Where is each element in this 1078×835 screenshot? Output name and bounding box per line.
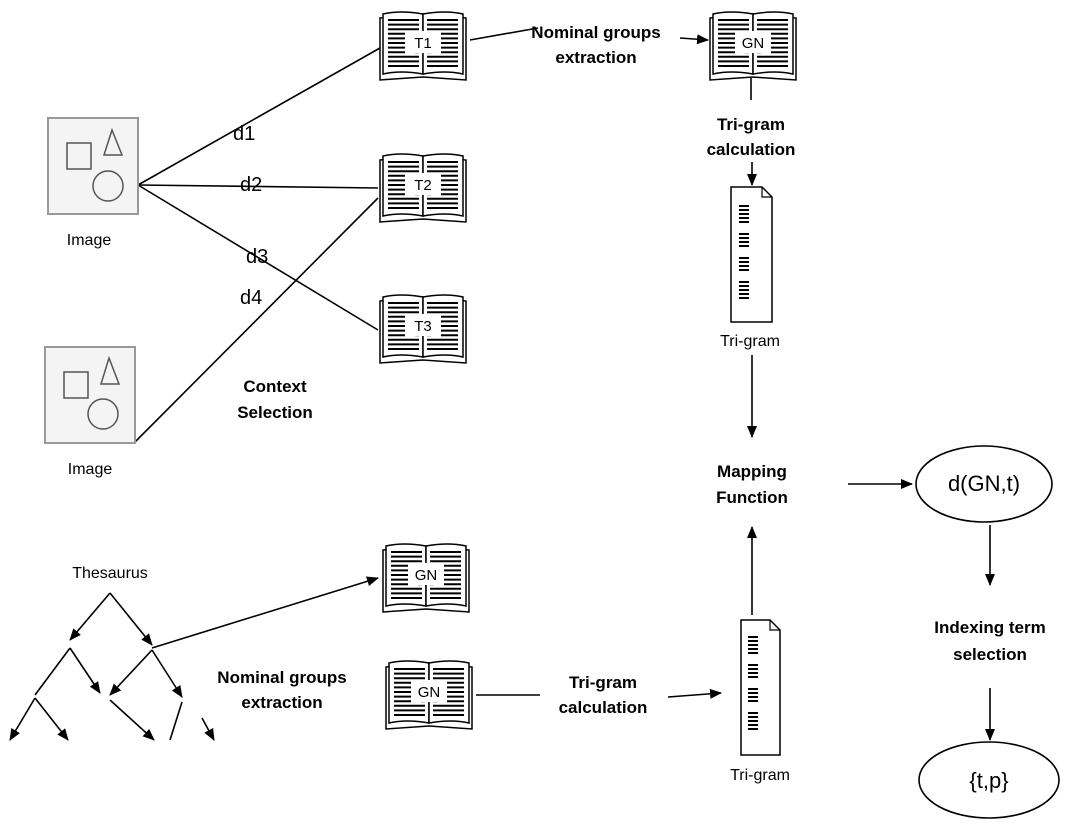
book-gn-top: GN	[709, 11, 797, 81]
book-t1: T1	[379, 11, 467, 81]
label-d1: d1	[233, 123, 255, 145]
book-t1-label: T1	[414, 35, 432, 52]
image-top-label: Image	[67, 232, 112, 249]
t-p-label: {t,p}	[969, 768, 1008, 793]
trigram-calc-top-line1: Tri-gram	[717, 115, 785, 134]
image-top	[47, 117, 139, 215]
image-bottom	[44, 346, 136, 444]
d-gn-t-node	[915, 445, 1053, 523]
book-gn-bottom-label: GN	[418, 684, 441, 701]
link-d1	[137, 47, 381, 186]
book-gn-top-label: GN	[742, 35, 765, 52]
trigram-calc-top-line2: calculation	[707, 140, 796, 159]
thesaurus-tree	[9, 592, 215, 741]
book-gn-bottom: GN	[385, 660, 473, 730]
book-t2: T2	[379, 153, 467, 223]
trigram-document-top	[730, 186, 773, 323]
book-t3-label: T3	[414, 318, 432, 335]
nominal-groups-top-line1: Nominal groups	[531, 23, 660, 42]
link-t1-nominal	[469, 27, 539, 41]
book-gn-thesaurus: GN	[382, 543, 470, 613]
arrow-to-gn-top	[679, 34, 709, 45]
arrow-to-gn-thesaurus	[151, 576, 379, 649]
trigram-document-bottom	[740, 619, 781, 756]
nominal-groups-top-line2: extraction	[555, 48, 636, 67]
label-d4: d4	[240, 287, 262, 309]
mapping-function-line2: Function	[716, 488, 788, 507]
arrow-to-trigram-bottom	[667, 688, 722, 699]
nominal-groups-bottom-line2: extraction	[241, 693, 322, 712]
mapping-function-line1: Mapping	[717, 462, 787, 481]
image-bottom-label: Image	[68, 461, 113, 478]
trigram-calc-bottom-line2: calculation	[559, 698, 648, 717]
thesaurus-label: Thesaurus	[72, 565, 148, 582]
context-selection-line1: Context	[243, 377, 307, 396]
d-gn-t-label: d(GN,t)	[948, 471, 1020, 496]
trigram-bottom-label: Tri-gram	[730, 767, 790, 784]
context-selection-line2: Selection	[237, 403, 313, 422]
book-gn-thesaurus-label: GN	[415, 567, 438, 584]
label-d2: d2	[240, 174, 262, 196]
nominal-groups-bottom-line1: Nominal groups	[217, 668, 346, 687]
link-d2	[137, 184, 379, 189]
link-d3	[137, 184, 379, 331]
context-links	[134, 47, 381, 443]
indexing-term-line1: Indexing term	[934, 618, 1045, 637]
t-p-node	[918, 741, 1060, 819]
book-t2-label: T2	[414, 177, 432, 194]
trigram-calc-bottom-line1: Tri-gram	[569, 673, 637, 692]
link-d4	[134, 197, 379, 443]
book-t3: T3	[379, 294, 467, 364]
trigram-top-label: Tri-gram	[720, 333, 780, 350]
indexing-term-line2: selection	[953, 645, 1027, 664]
label-d3: d3	[246, 246, 268, 268]
